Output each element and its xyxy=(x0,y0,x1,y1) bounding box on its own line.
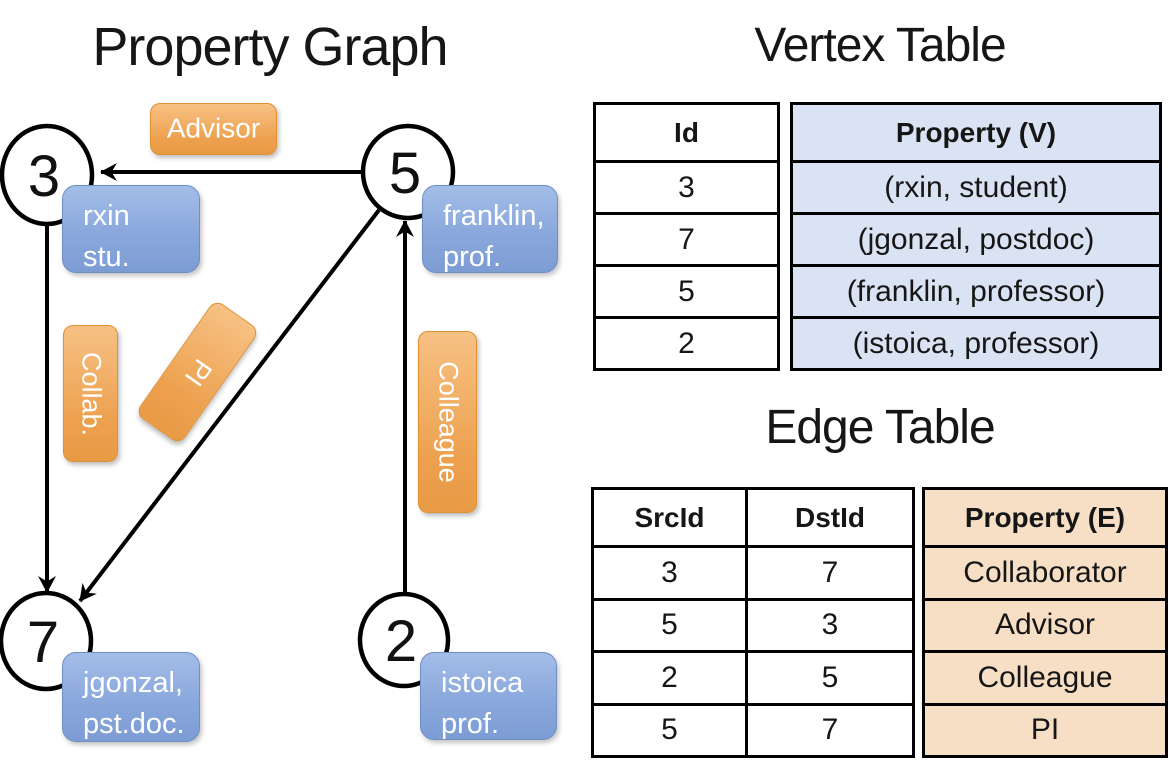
vertex-id-5: 5 xyxy=(389,141,421,206)
vertex-table-property-cell: (franklin, professor) xyxy=(793,264,1159,316)
vertex-property-box-5-line1: franklin, xyxy=(443,200,545,232)
edge-table-src-cell: 2 xyxy=(594,650,745,703)
vertex-table-id-header: Id xyxy=(674,116,699,148)
edge-table-title: Edge Table xyxy=(765,401,995,454)
edge-label-colleague: Colleague xyxy=(418,331,477,513)
vertex-table-property-cell: (istoica, professor) xyxy=(793,316,1159,368)
edge-table-dst-cell: 3 xyxy=(745,597,912,650)
vertex-property-box-5: franklin, prof. xyxy=(422,185,558,273)
vertex-id-3: 3 xyxy=(28,144,60,209)
edge-table-property-cell: Colleague xyxy=(925,650,1165,703)
edge-arrow-5-to-7 xyxy=(78,208,381,603)
edge-table-property-header: Property (E) xyxy=(925,490,1165,545)
vertex-table-property-cell: (jgonzal, postdoc) xyxy=(793,212,1159,264)
edge-table-property-cell: PI xyxy=(925,702,1165,755)
edge-table-id-columns: SrcId DstId 3 7 5 3 2 5 5 7 xyxy=(591,487,915,758)
vertex-table-property-header: Property (V) xyxy=(793,105,1159,160)
vertex-property-box-3: rxin stu. xyxy=(62,185,200,273)
edge-table-src-cell: 5 xyxy=(594,702,745,756)
vertex-table-title: Vertex Table xyxy=(754,19,1006,72)
vertex-property-box-2-line2: prof. xyxy=(441,708,500,741)
vertex-property-box-7-line1: jgonzal, xyxy=(83,667,183,699)
vertex-property-box-7-line2: pst.doc. xyxy=(83,708,185,741)
vertex-property-box-2: istoica prof. xyxy=(420,652,557,740)
vertex-property-box-3-line1: rxin xyxy=(83,200,130,232)
vertex-table-id-column: Id 3 7 5 2 xyxy=(593,102,780,371)
edge-label-advisor-text: Advisor xyxy=(166,112,261,144)
property-graph-title: Property Graph xyxy=(92,17,448,77)
vertex-id-2: 2 xyxy=(385,609,417,674)
vertex-table-property-cell: (rxin, student) xyxy=(793,160,1159,212)
edge-label-collaborator-text: Collab. xyxy=(76,351,106,436)
edge-label-advisor: Advisor xyxy=(150,103,277,155)
edge-table-dst-cell: 7 xyxy=(745,545,912,598)
edge-table-dst-cell: 7 xyxy=(745,702,912,755)
vertex-table-id-cell: 5 xyxy=(596,264,777,316)
vertex-property-box-2-line1: istoica xyxy=(441,667,524,699)
edge-table-property-cell: Advisor xyxy=(925,597,1165,650)
edge-table-src-cell: 5 xyxy=(594,597,745,651)
vertex-table-id-cell: 2 xyxy=(596,316,777,368)
edge-label-colleague-text: Colleague xyxy=(433,361,463,483)
vertex-property-box-3-line2: stu. xyxy=(83,241,130,274)
vertex-property-box-7: jgonzal, pst.doc. xyxy=(62,652,200,742)
vertex-id-7: 7 xyxy=(27,610,59,675)
edge-table-src-cell: 3 xyxy=(594,545,745,598)
edge-table-dst-cell: 5 xyxy=(745,650,912,703)
edge-table-property-cell: Collaborator xyxy=(925,545,1165,598)
edge-label-pi-text: PI xyxy=(178,353,218,392)
vertex-table-id-cell: 7 xyxy=(596,212,777,264)
edge-label-collaborator: Collab. xyxy=(63,325,118,462)
edge-table-src-header: SrcId xyxy=(634,501,705,533)
vertex-table-id-cell: 3 xyxy=(596,160,777,212)
edge-table-property-column: Property (E) Collaborator Advisor Collea… xyxy=(922,487,1168,758)
vertex-property-box-5-line2: prof. xyxy=(443,241,502,274)
edge-table-dst-header: DstId xyxy=(745,490,912,545)
vertex-table-property-column: Property (V) (rxin, student) (jgonzal, p… xyxy=(790,102,1162,371)
